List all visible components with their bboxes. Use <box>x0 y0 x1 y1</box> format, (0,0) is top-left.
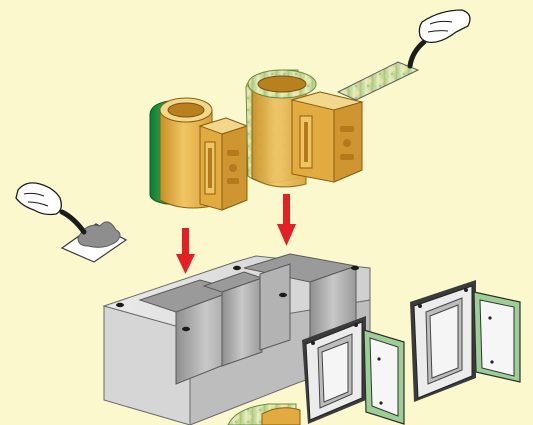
insert-left <box>150 98 247 210</box>
down-arrow-icon <box>176 228 195 274</box>
down-arrow-icon <box>277 194 296 246</box>
insert-bottom <box>228 404 300 425</box>
hand-with-trowel-icon <box>338 10 470 100</box>
insert-right <box>246 70 362 187</box>
door-frame-right <box>410 280 520 402</box>
hand-with-spatula-icon <box>16 183 126 262</box>
